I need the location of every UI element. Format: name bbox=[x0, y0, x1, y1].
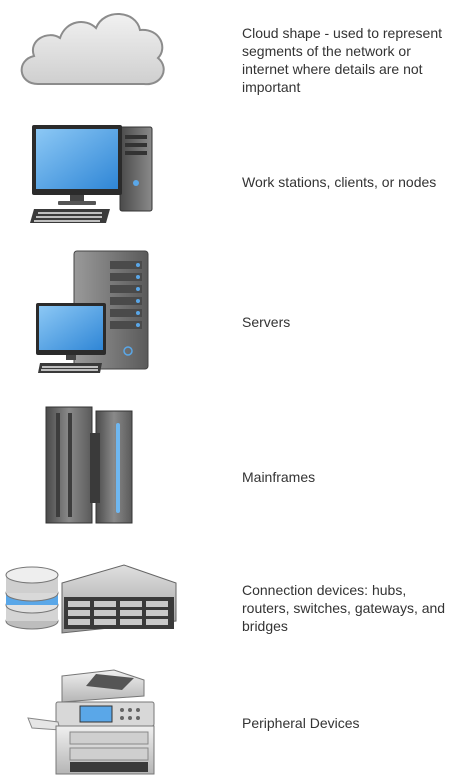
server-label: Servers bbox=[242, 314, 291, 330]
legend-row-mainframe: Mainframes bbox=[0, 395, 461, 535]
legend-row-connection-devices: Connection devices: hubs, routers, switc… bbox=[0, 555, 461, 640]
legend-row-server: Servers bbox=[0, 245, 461, 380]
workstation-icon bbox=[30, 125, 153, 223]
workstation-label: Work stations, clients, or nodes bbox=[242, 174, 437, 190]
connection-devices-label: Connection devices: hubs, routers, switc… bbox=[242, 582, 446, 634]
mainframe-icon bbox=[45, 406, 133, 524]
legend-row-workstation: Work stations, clients, or nodes bbox=[0, 115, 461, 230]
peripheral-device-icon bbox=[27, 669, 155, 775]
legend-row-cloud: Cloud shape - used to represent segments… bbox=[0, 0, 461, 110]
server-icon bbox=[36, 250, 149, 373]
connection-device-icon bbox=[5, 564, 177, 634]
legend-row-peripheral-devices: Peripheral Devices bbox=[0, 660, 461, 780]
cloud-icon bbox=[20, 13, 165, 86]
cloud-label: Cloud shape - used to represent segments… bbox=[242, 25, 443, 95]
mainframe-label: Mainframes bbox=[242, 469, 316, 485]
peripheral-devices-label: Peripheral Devices bbox=[242, 715, 360, 731]
